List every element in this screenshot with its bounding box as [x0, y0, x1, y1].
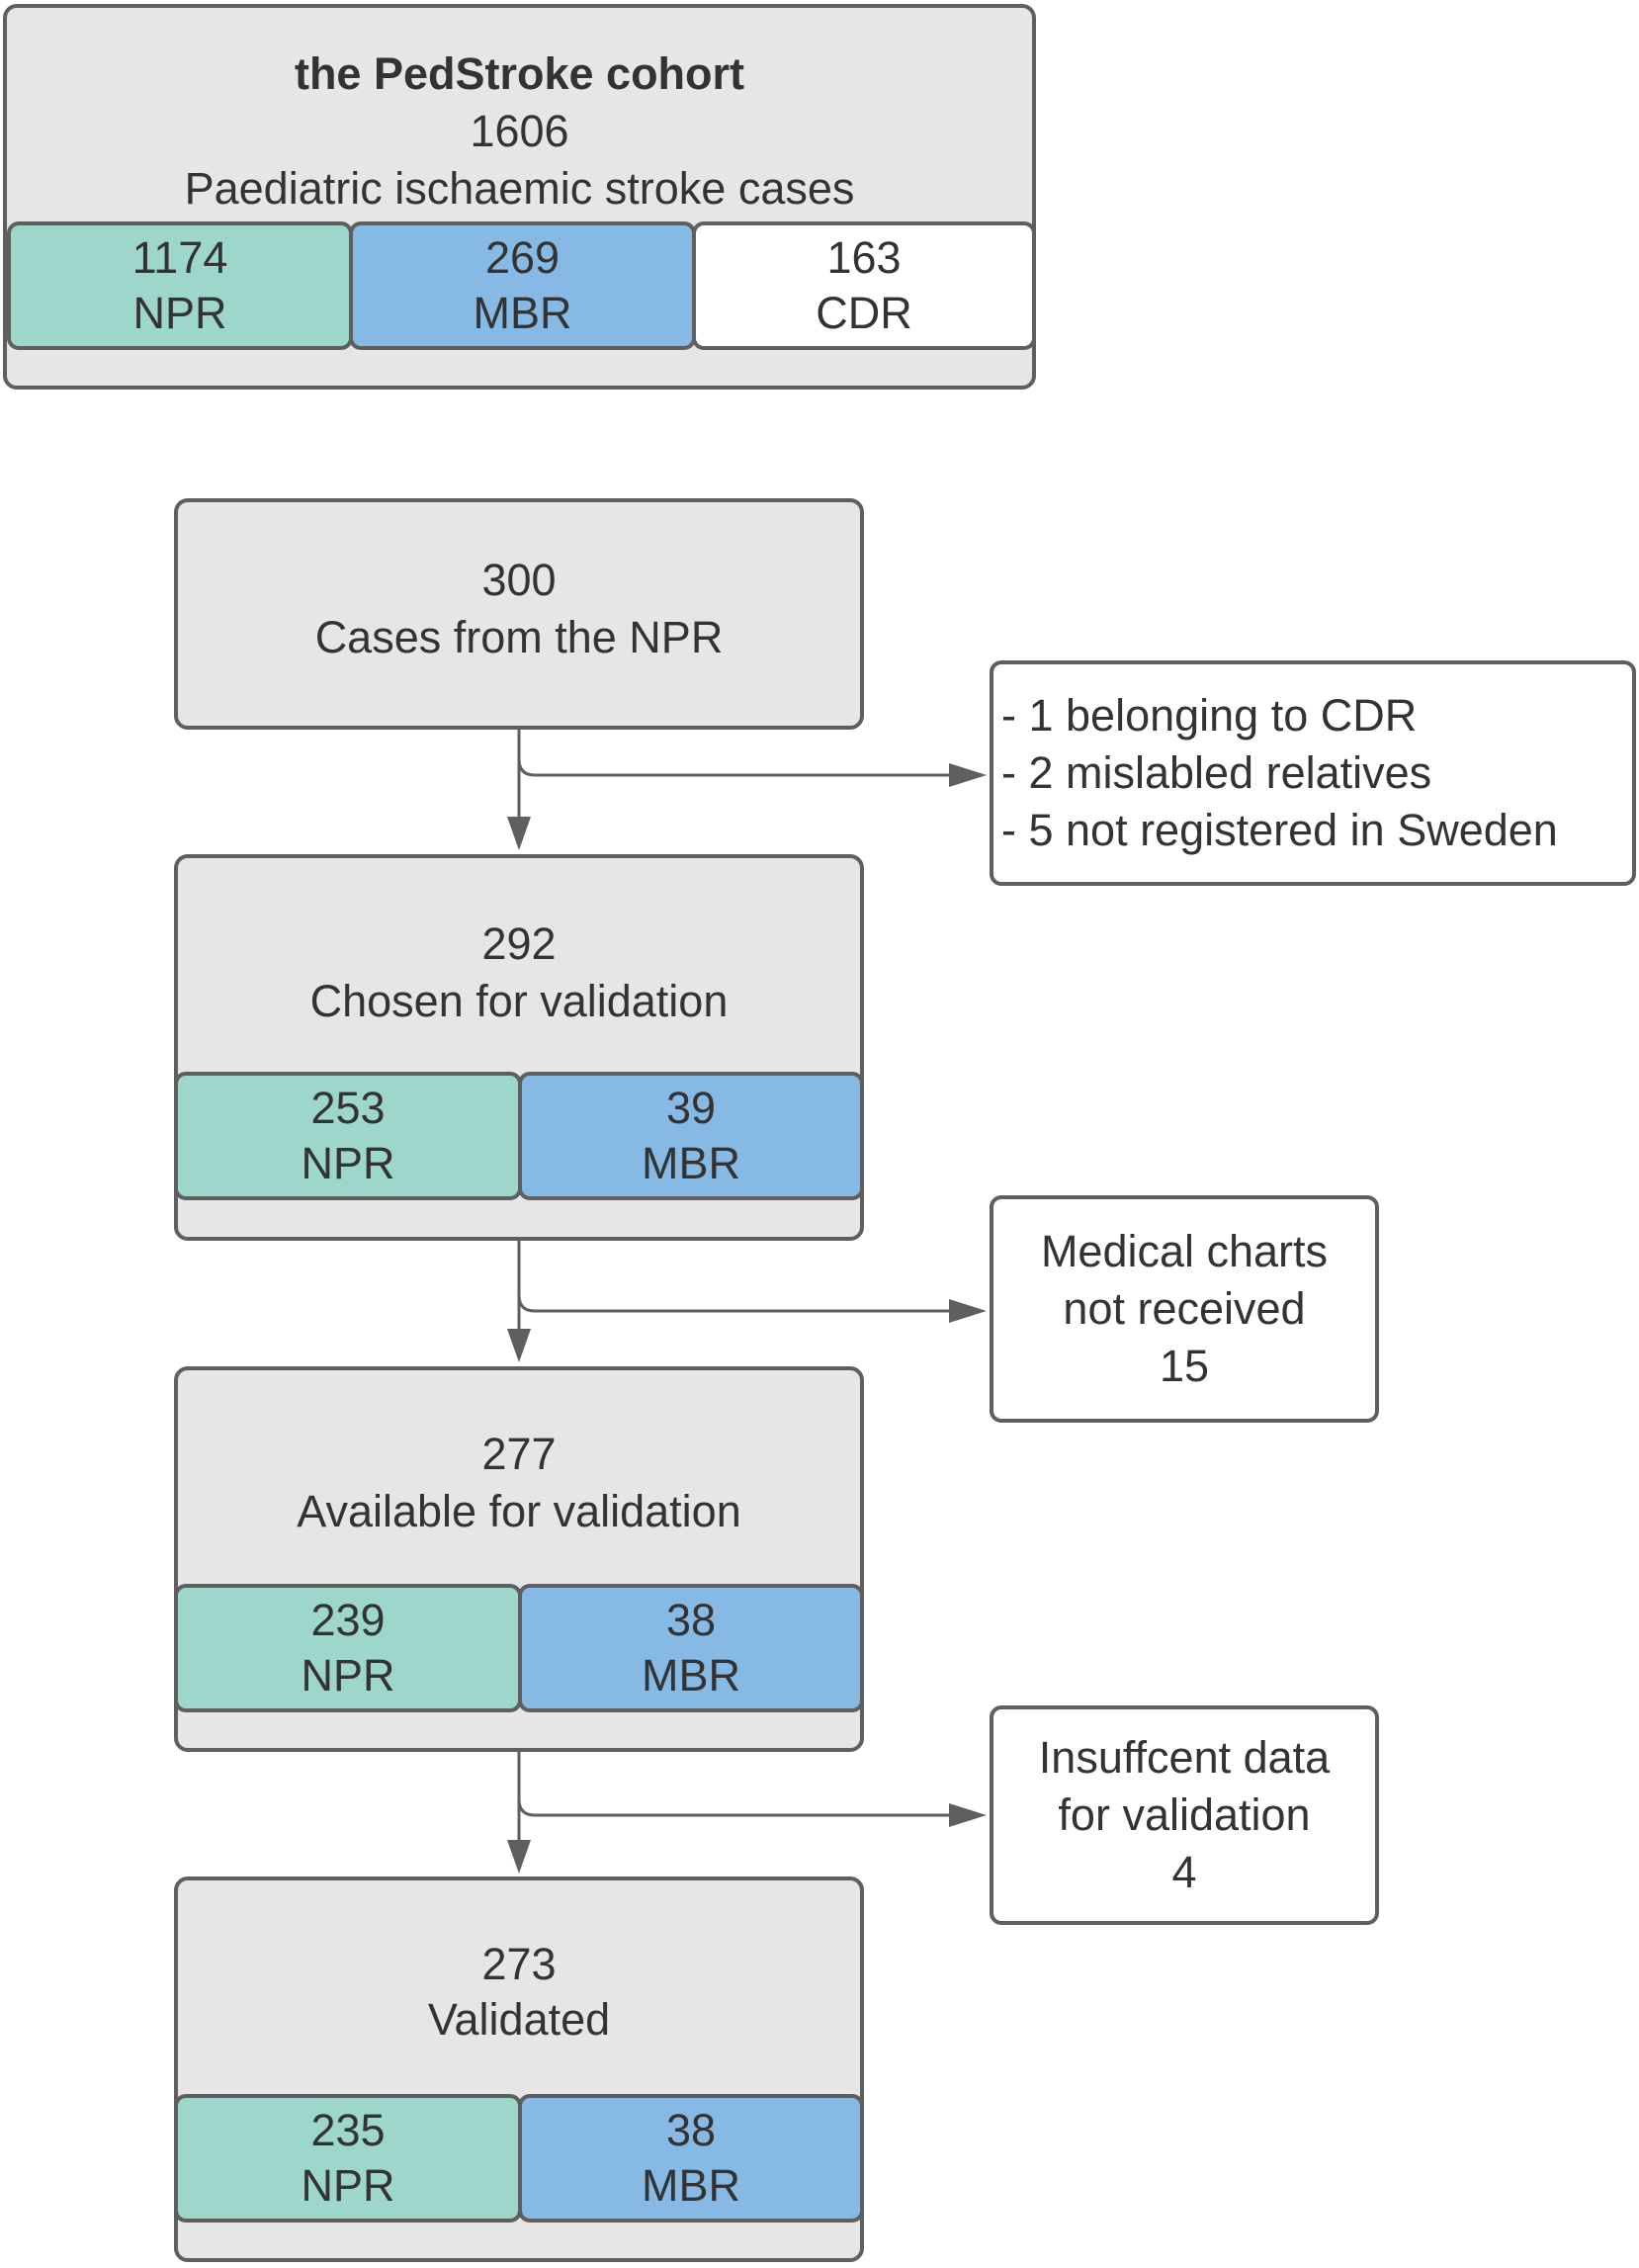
- step3-mbr-count: 38: [665, 1595, 717, 1645]
- cohort-npr-count: 1174: [131, 232, 228, 283]
- step2-mbr-label: MBR: [642, 1138, 740, 1188]
- step4-npr-count: 235: [310, 2105, 386, 2155]
- arrow-step2-exclusion2: [517, 1294, 959, 1313]
- exclusion2-line: Medical charts: [1040, 1226, 1329, 1276]
- arrow-step1-exclusion1: [517, 758, 959, 777]
- step1-label: Cases from the NPR: [314, 612, 724, 662]
- arrowhead-exclusion1: [949, 763, 987, 787]
- exclusion2-line: not received: [1063, 1283, 1306, 1334]
- step4-count: 273: [481, 1939, 557, 1989]
- step4-mbr-cell: 38 MBR: [518, 2094, 864, 2223]
- step2-label: Chosen for validation: [309, 976, 729, 1026]
- step4-label: Validated: [427, 1994, 611, 2045]
- step4-box: 273 Validated 235 NPR 38 MBR: [174, 1876, 864, 2262]
- exclusion2-count: 15: [1159, 1341, 1210, 1391]
- arrowhead-step4: [507, 1840, 531, 1874]
- exclusion3-line: for validation: [1058, 1789, 1311, 1840]
- arrowhead-step2: [507, 817, 531, 850]
- cohort-mbr-cell: 269 MBR: [349, 221, 696, 350]
- step1-box: 300 Cases from the NPR: [174, 498, 864, 730]
- cohort-cdr-count: 163: [826, 232, 902, 283]
- step4-mbr-label: MBR: [642, 2160, 740, 2211]
- arrowhead-step3: [507, 1329, 531, 1362]
- arrowhead-exclusion3: [949, 1803, 987, 1827]
- step3-label: Available for validation: [297, 1486, 741, 1536]
- step2-npr-label: NPR: [301, 1138, 395, 1188]
- exclusion3-line: Insuffcent data: [1038, 1732, 1331, 1783]
- cohort-npr-cell: 1174 NPR: [7, 221, 353, 350]
- step2-npr-cell: 253 NPR: [174, 1072, 522, 1200]
- step3-npr-cell: 239 NPR: [174, 1584, 522, 1712]
- exclusion2-box: Medical charts not received 15: [990, 1195, 1379, 1423]
- step3-npr-count: 239: [310, 1595, 386, 1645]
- step1-count: 300: [481, 555, 557, 605]
- step2-mbr-cell: 39 MBR: [518, 1072, 864, 1200]
- exclusion3-count: 4: [1171, 1847, 1197, 1897]
- step3-count: 277: [481, 1429, 557, 1479]
- arrowhead-exclusion2: [949, 1299, 987, 1323]
- step2-box: 292 Chosen for validation 253 NPR 39 MBR: [174, 854, 864, 1241]
- step4-npr-label: NPR: [301, 2160, 395, 2211]
- step3-mbr-label: MBR: [642, 1650, 740, 1701]
- cohort-count: 1606: [470, 106, 569, 156]
- exclusion1-line: - 1 belonging to CDR: [1001, 690, 1418, 741]
- step3-box: 277 Available for validation 239 NPR 38 …: [174, 1366, 864, 1752]
- step2-mbr-count: 39: [665, 1083, 717, 1133]
- cohort-cdr-label: CDR: [816, 288, 912, 338]
- step4-npr-cell: 235 NPR: [174, 2094, 522, 2223]
- cohort-npr-label: NPR: [132, 288, 227, 338]
- cohort-title: the PedStroke cohort: [294, 48, 745, 99]
- exclusion1-line: - 5 not registered in Sweden: [1001, 805, 1558, 855]
- cohort-description: Paediatric ischaemic stroke cases: [184, 163, 855, 214]
- step3-mbr-cell: 38 MBR: [518, 1584, 864, 1712]
- step2-npr-count: 253: [310, 1083, 386, 1133]
- exclusion1-box: - 1 belonging to CDR - 2 mislabled relat…: [990, 660, 1636, 886]
- arrow-step3-exclusion3: [517, 1798, 959, 1817]
- cohort-box: the PedStroke cohort 1606 Paediatric isc…: [3, 4, 1036, 390]
- exclusion3-box: Insuffcent data for validation 4: [990, 1705, 1379, 1925]
- exclusion1-line: - 2 mislabled relatives: [1001, 747, 1432, 798]
- step2-count: 292: [481, 918, 557, 969]
- cohort-cdr-cell: 163 CDR: [692, 221, 1036, 350]
- cohort-mbr-count: 269: [484, 232, 561, 283]
- step3-npr-label: NPR: [301, 1650, 395, 1701]
- cohort-mbr-label: MBR: [473, 288, 572, 338]
- step4-mbr-count: 38: [665, 2105, 717, 2155]
